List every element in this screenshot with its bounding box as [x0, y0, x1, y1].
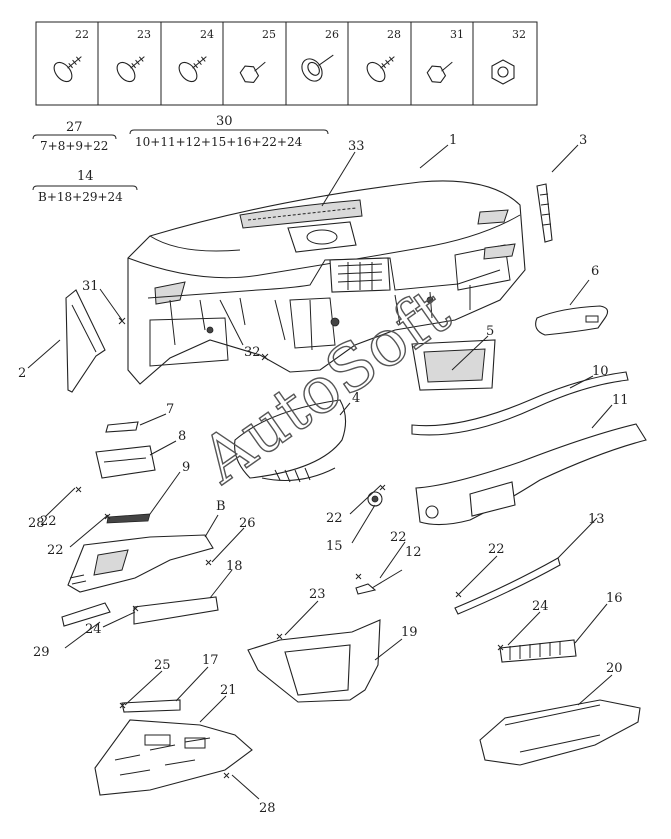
hex-bolt-icon — [426, 61, 453, 83]
callout-labels: 1 2 3 4 5 6 7 8 9 10 11 12 13 15 16 17 1… — [18, 133, 629, 816]
assembly-formula: B+18+29+24 — [38, 190, 123, 204]
assembly-number: 27 — [66, 120, 83, 135]
nut-icon — [491, 59, 515, 85]
screw-icon — [366, 56, 395, 83]
callout-13: 13 — [588, 512, 605, 527]
screw-icon — [116, 56, 145, 83]
assembly-number: 30 — [216, 114, 233, 129]
hex-bolt-icon — [239, 61, 266, 83]
assembly-formula: 10+11+12+15+16+22+24 — [135, 135, 303, 149]
callout-20: 20 — [606, 661, 623, 676]
callout-21: 21 — [220, 683, 237, 698]
fastener-number: 25 — [262, 28, 276, 41]
callout-6: 6 — [591, 264, 599, 279]
fastener-number: 22 — [75, 28, 89, 41]
callout-28: 28 — [259, 801, 276, 816]
callout-22: 22 — [488, 542, 505, 557]
knee-trim — [133, 596, 219, 625]
callout-7: 7 — [166, 402, 174, 417]
callout-9: 9 — [182, 460, 190, 475]
switch-housing — [95, 445, 156, 479]
callout-3: 3 — [579, 133, 587, 148]
callout-19: 19 — [401, 625, 418, 640]
callout-1: 1 — [449, 133, 457, 148]
left-side-trim — [65, 289, 106, 393]
small-cap — [105, 421, 139, 433]
vent-strip — [499, 639, 577, 663]
callout-10: 10 — [592, 364, 609, 379]
callout-22: 22 — [47, 543, 64, 558]
display-bezel — [411, 339, 496, 391]
callout-22: 22 — [390, 530, 407, 545]
lower-tray — [479, 699, 641, 766]
callout-4: 4 — [352, 391, 360, 406]
callout-2: 2 — [18, 366, 26, 381]
callout-B: B — [216, 499, 226, 514]
assembly-formula: 7+8+9+22 — [40, 139, 108, 153]
assembly-number: 14 — [77, 169, 94, 184]
callout-22: 22 — [326, 511, 343, 526]
fastener-number: 28 — [387, 28, 401, 41]
lower-left-panel — [67, 534, 214, 593]
callout-12: 12 — [405, 545, 422, 560]
small-tab — [355, 583, 377, 595]
callout-22: 22 — [40, 514, 57, 529]
switch-strip — [106, 513, 151, 524]
callout-26: 26 — [239, 516, 256, 531]
lower-trim-panel — [415, 423, 647, 526]
assembly-30: 30 10+11+12+15+16+22+24 — [129, 114, 329, 149]
cluster-hood — [234, 399, 347, 483]
instrument-panel — [127, 180, 526, 385]
fastener-number: 26 — [325, 28, 339, 41]
callout-33: 33 — [348, 139, 365, 154]
callout-15: 15 — [326, 539, 343, 554]
center-bezel — [247, 619, 381, 703]
callout-24: 24 — [532, 599, 549, 614]
fastener-number: 24 — [200, 28, 214, 41]
side-bracket — [536, 183, 553, 243]
screw-icon — [178, 56, 207, 83]
round-clip — [367, 491, 383, 507]
assembly-14: 14 B+18+29+24 — [32, 169, 138, 204]
callout-16: 16 — [606, 591, 623, 606]
fastener-number: 32 — [512, 28, 526, 41]
callout-24: 24 — [85, 622, 102, 637]
fastener-number: 23 — [137, 28, 151, 41]
callout-5: 5 — [486, 324, 494, 339]
trim-rail — [454, 557, 561, 615]
callout-11: 11 — [612, 393, 629, 408]
glovebox-cover — [535, 305, 609, 336]
callout-18: 18 — [226, 559, 243, 574]
washer-screw-icon — [301, 54, 334, 82]
callout-23: 23 — [309, 587, 326, 602]
callout-28: 28 — [28, 516, 45, 531]
lower-strip — [121, 699, 181, 713]
callout-29: 29 — [33, 645, 50, 660]
upper-trim-strip — [411, 371, 629, 436]
callout-17: 17 — [202, 653, 219, 668]
fastener-number: 31 — [450, 28, 464, 41]
fastener-table: 22 23 24 25 26 28 31 32 — [35, 21, 538, 106]
screw-icon — [53, 56, 82, 83]
fastener-markers — [75, 317, 504, 779]
callout-32: 32 — [244, 345, 261, 360]
leader-lines — [27, 144, 613, 800]
knee-trim-left — [61, 602, 111, 627]
callout-25: 25 — [154, 658, 171, 673]
bottom-bracket — [94, 719, 253, 796]
assembly-27: 27 7+8+9+22 — [32, 120, 117, 153]
callout-8: 8 — [178, 429, 186, 444]
callout-31: 31 — [82, 279, 99, 294]
